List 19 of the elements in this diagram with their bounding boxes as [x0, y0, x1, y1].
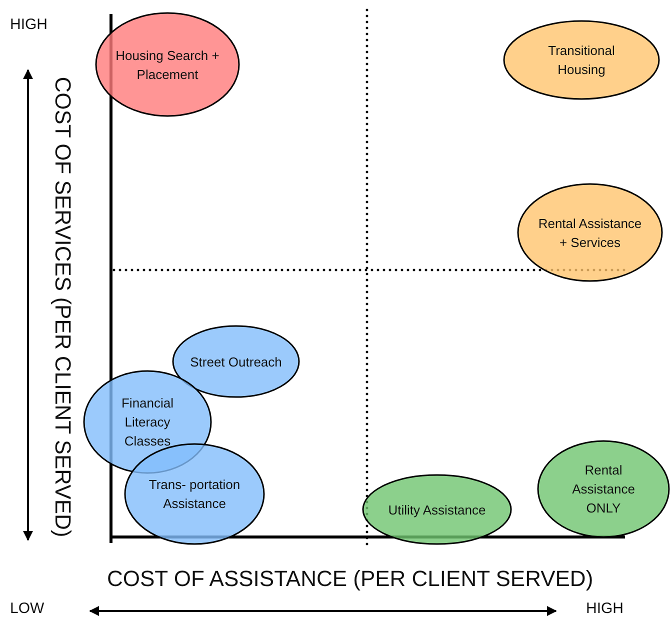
node-label: Utility Assistance: [387, 501, 487, 519]
category-ellipse: [95, 12, 240, 117]
axis-title: COST OF ASSISTANCE (PER CLIENT SERVED): [107, 566, 594, 592]
node-label: Rental Assistance ONLY: [571, 462, 636, 518]
category-ellipse: [172, 325, 300, 398]
node-label: Trans- portation Assistance: [148, 476, 242, 513]
axis-end-label: LOW: [10, 600, 44, 617]
category-ellipse: [517, 183, 663, 282]
axis-title: COST OF SERVICES (PER CLIENT SERVED): [48, 76, 75, 538]
node-label: Transitional Housing: [547, 42, 616, 79]
node-label: Street Outreach: [190, 353, 282, 371]
axis-end-label: HIGH: [10, 16, 48, 33]
node-label: Financial Literacy Classes: [120, 394, 175, 450]
axis-end-label: HIGH: [586, 600, 624, 617]
category-ellipse: [537, 440, 670, 538]
category-ellipse: [362, 474, 512, 545]
category-ellipse: [503, 20, 660, 100]
node-label: Housing Search + Placement: [115, 46, 220, 84]
node-label: Rental Assistance + Services: [537, 214, 643, 252]
